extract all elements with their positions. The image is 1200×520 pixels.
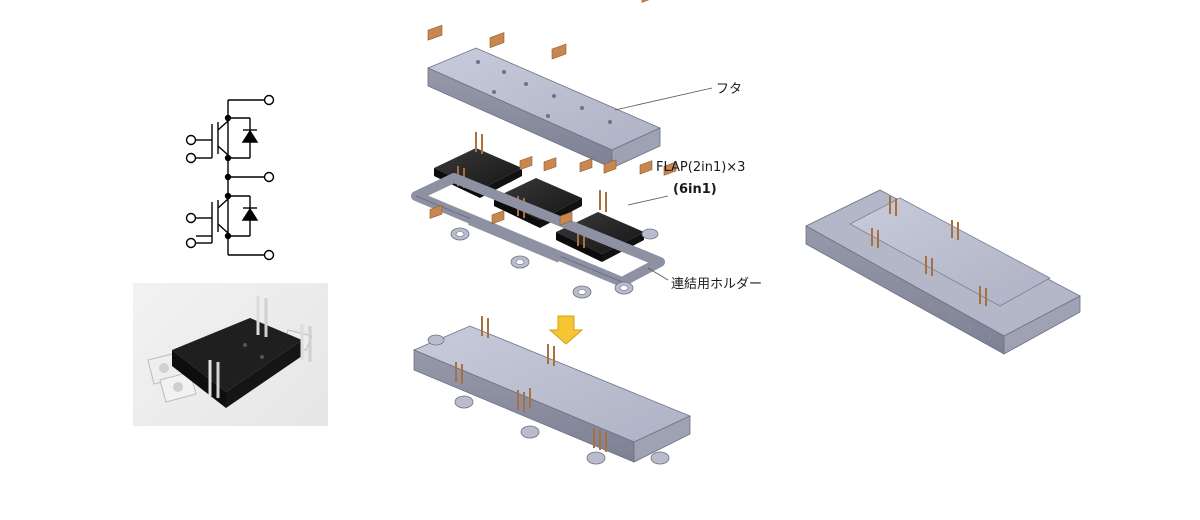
flap-label-line2: (6in1) xyxy=(673,182,717,197)
assembled-module-center xyxy=(412,155,691,465)
flap-module-photo xyxy=(147,296,313,408)
holder-label: 連結用ホルダー xyxy=(671,277,763,292)
connecting-holder xyxy=(411,173,665,299)
flap-label-line1: FLAP(2in1)×3 xyxy=(656,160,746,175)
assembled-module-right xyxy=(805,189,1081,355)
lid-label: フタ xyxy=(716,82,743,97)
igbt-schematic xyxy=(185,94,275,261)
yellow-down-arrow-icon xyxy=(548,315,584,345)
lid-leader-line xyxy=(614,87,713,111)
holder-leader-line xyxy=(647,267,669,281)
flap-leader-line xyxy=(627,195,669,206)
